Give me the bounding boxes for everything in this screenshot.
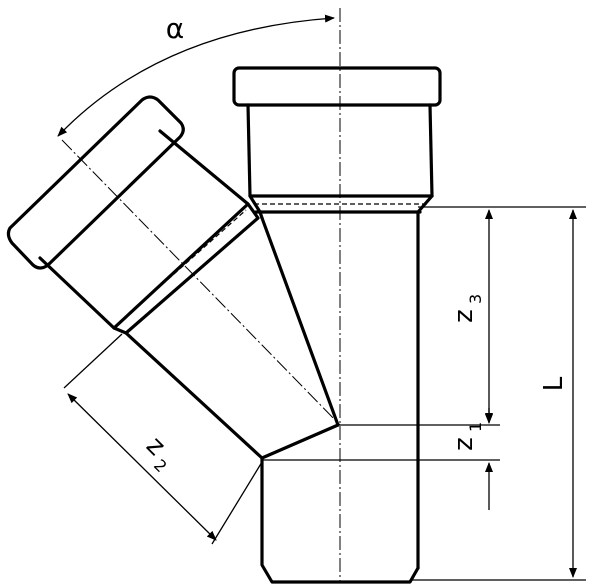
z2-extension-top xyxy=(63,333,123,389)
branch-seal-line xyxy=(119,209,247,323)
z1-label-group: z 1 xyxy=(449,422,485,451)
alpha-label: α xyxy=(166,12,184,45)
L-label: L xyxy=(539,376,569,391)
branch-centre-line xyxy=(61,139,341,426)
branch-left-wall xyxy=(124,331,264,460)
main-socket-body xyxy=(246,103,434,198)
z1-subscript: 1 xyxy=(466,422,485,432)
main-pipe xyxy=(232,66,442,584)
z1-label: z xyxy=(449,437,479,451)
z3-subscript: 3 xyxy=(466,294,485,304)
branch-socket-taper xyxy=(112,202,260,335)
alpha-arc xyxy=(57,14,335,137)
branch-socket-body xyxy=(38,129,250,330)
z3-label-group: z 3 xyxy=(449,294,485,323)
branch-socket-rim xyxy=(6,95,185,270)
branch-crotch-line xyxy=(260,423,340,460)
main-pipe-spigot-end xyxy=(260,456,420,584)
z3-label: z xyxy=(449,309,479,323)
z2-subscript: 2 xyxy=(150,456,171,477)
main-socket-rim xyxy=(232,66,442,107)
L-label-group: L xyxy=(539,376,569,391)
z2-dimension-line xyxy=(67,393,217,541)
branch-right-wall xyxy=(260,216,340,427)
branch-pipe xyxy=(6,95,340,460)
z2-label: z xyxy=(140,431,171,462)
z2-extension-bottom xyxy=(211,461,263,545)
z2-label-group: z 2 xyxy=(140,431,171,477)
